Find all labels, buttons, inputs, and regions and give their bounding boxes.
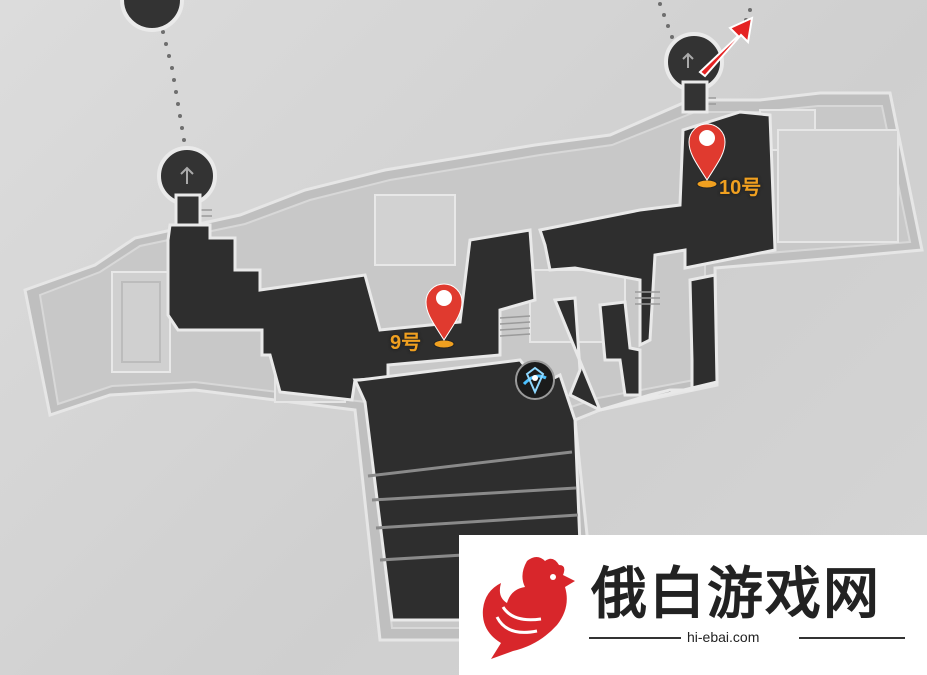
teleport-waypoint-icon[interactable] (515, 360, 555, 400)
room-center-north (374, 194, 456, 266)
up-arrow-icon (180, 166, 194, 184)
exit-direction-arrow-icon (698, 16, 754, 78)
marker-10-label: 10号 (719, 177, 762, 199)
elevator-node-west[interactable] (157, 146, 217, 227)
room-west-inner (121, 281, 161, 363)
elevator-node-east[interactable] (664, 32, 724, 114)
rooster-logo-icon (482, 557, 575, 659)
watermark-panel: 俄白游戏网 hi-ebai.com (459, 535, 927, 675)
watermark-line-right (799, 637, 905, 639)
room-east (777, 129, 899, 243)
watermark-line-left (589, 637, 681, 639)
elevator-node-top[interactable] (120, 0, 184, 32)
location-marker-9[interactable] (425, 283, 463, 349)
watermark-url: hi-ebai.com (687, 629, 760, 645)
room-west (111, 271, 171, 373)
marker-9-label: 9号 (390, 332, 422, 354)
up-arrow-icon (682, 52, 694, 68)
location-marker-10[interactable] (688, 123, 726, 189)
watermark-title: 俄白游戏网 (591, 561, 881, 627)
